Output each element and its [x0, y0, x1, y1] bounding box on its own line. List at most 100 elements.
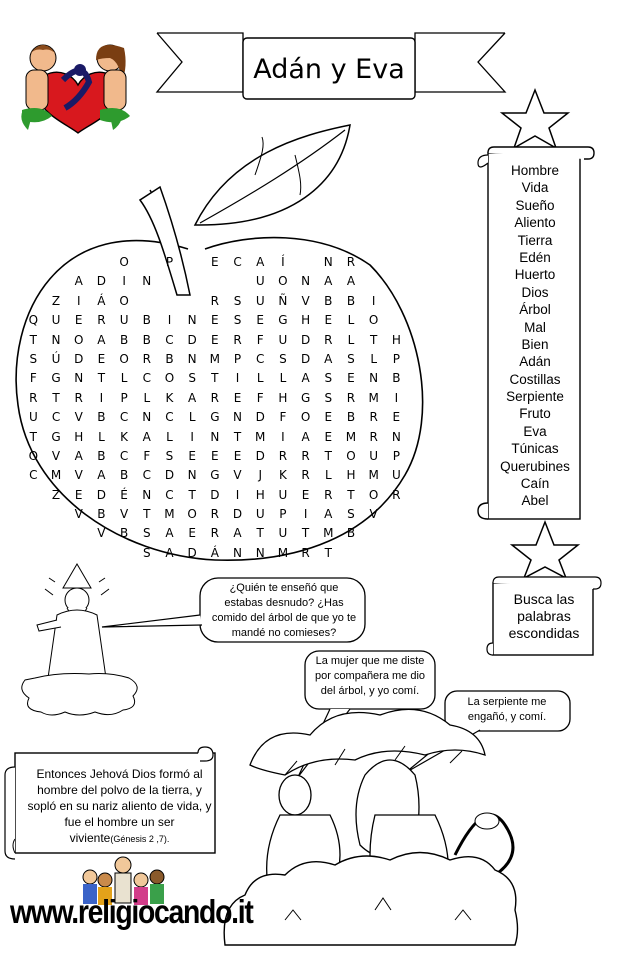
grid-letter: I: [281, 429, 285, 444]
grid-letter: U: [391, 468, 401, 483]
apple-outline: [15, 124, 424, 561]
grid-letter: D: [96, 274, 107, 289]
grid-letter: A: [346, 274, 356, 289]
grid-letter: R: [210, 507, 220, 522]
grid-letter: A: [324, 351, 333, 366]
word-list-item: Abel: [521, 493, 549, 509]
word-list-item: Túnicas: [511, 441, 559, 457]
grid-letter: [385, 253, 408, 272]
grid-letter: [22, 253, 45, 272]
grid-letter: F: [143, 448, 151, 463]
word-list-item: Vida: [521, 180, 549, 196]
grid-letter: Ú: [51, 351, 61, 366]
grid-letter: L: [120, 371, 128, 386]
grid-letter: N: [51, 332, 61, 347]
grid-letter: [181, 272, 204, 291]
grid-letter: R: [324, 332, 333, 347]
grid-letter: [181, 253, 204, 272]
grid-letter: T: [347, 487, 355, 502]
grid-letter: V: [301, 293, 310, 308]
grid-letter: S: [165, 448, 174, 463]
grid-letter: U: [369, 448, 379, 463]
grid-letter: I: [167, 313, 172, 328]
grid-letter: U: [278, 487, 288, 502]
grid-letter: Z: [51, 293, 61, 308]
grid-letter: U: [255, 274, 265, 289]
grid-letter: T: [324, 448, 332, 463]
grid-letter: O: [346, 448, 356, 463]
grid-letter: [135, 253, 158, 272]
grid-letter: C: [233, 255, 242, 269]
grid-letter: B: [324, 293, 333, 308]
grid-letter: S: [142, 545, 151, 560]
grid-letter: U: [28, 410, 38, 425]
adam-eve-heart-logo: [21, 44, 130, 134]
grid-letter: H: [301, 313, 311, 328]
grid-letter: V: [97, 526, 106, 541]
word-list-item: Mal: [524, 319, 546, 335]
grid-letter: A: [188, 390, 197, 405]
grid-letter: Ñ: [278, 293, 288, 308]
children-group: [82, 856, 165, 905]
grid-letter: O: [28, 448, 39, 463]
grid-letter: I: [235, 371, 240, 386]
grid-letter: R: [346, 390, 356, 405]
grid-letter: K: [278, 468, 287, 483]
grid-letter: O: [368, 487, 379, 502]
grid-letter: B: [346, 410, 356, 425]
grid-letter: Í: [281, 255, 285, 269]
genesis-scroll: [4, 746, 216, 860]
grid-letter: P: [279, 507, 287, 522]
grid-letter: E: [211, 255, 219, 269]
grid-letter: E: [301, 487, 310, 502]
grid-letter: V: [51, 448, 61, 463]
grid-letter: R: [301, 545, 310, 560]
grid-letter: N: [142, 410, 152, 425]
grid-letter: B: [142, 332, 151, 347]
grid-letter: L: [347, 332, 355, 347]
grid-letter: T: [143, 507, 151, 522]
grid-letter: O: [278, 274, 288, 289]
grid-letter: E: [188, 526, 196, 541]
grid-letter: [22, 486, 45, 505]
grid-letter: B: [346, 526, 356, 541]
grid-letter: [385, 272, 408, 291]
word-list-item: Tierra: [517, 232, 553, 248]
word-list-item: Sueño: [515, 197, 555, 213]
grid-letter: R: [278, 448, 288, 463]
grid-letter: N: [187, 468, 197, 483]
grid-letter: S: [188, 371, 196, 386]
grid-letter: I: [303, 507, 308, 522]
grid-letter: F: [279, 410, 287, 425]
grid-letter: C: [165, 332, 174, 347]
grid-letter: H: [391, 332, 401, 347]
grid-letter: I: [76, 293, 81, 308]
grid-letter: A: [324, 507, 333, 522]
grid-letter: N: [233, 545, 243, 560]
grid-letter: S: [29, 351, 38, 366]
grid-letter: A: [97, 468, 106, 483]
grid-letter: [67, 253, 90, 272]
grid-letter: Z: [51, 487, 61, 502]
grid-letter: B: [346, 293, 356, 308]
grid-letter: C: [165, 487, 174, 502]
grid-letter: B: [142, 313, 151, 328]
website-link[interactable]: www.religiocando.it: [10, 893, 254, 930]
word-list-item: Caín: [520, 476, 550, 492]
grid-letter: U: [255, 507, 265, 522]
grid-letter: C: [51, 410, 61, 425]
grid-letter: D: [255, 448, 265, 463]
grid-letter: A: [165, 526, 174, 541]
word-list-item: Adán: [519, 354, 551, 370]
grid-letter: M: [368, 390, 379, 405]
title-banner: [155, 32, 507, 100]
page-title: Adán y Eva: [253, 54, 405, 85]
grid-letter: L: [324, 468, 332, 483]
